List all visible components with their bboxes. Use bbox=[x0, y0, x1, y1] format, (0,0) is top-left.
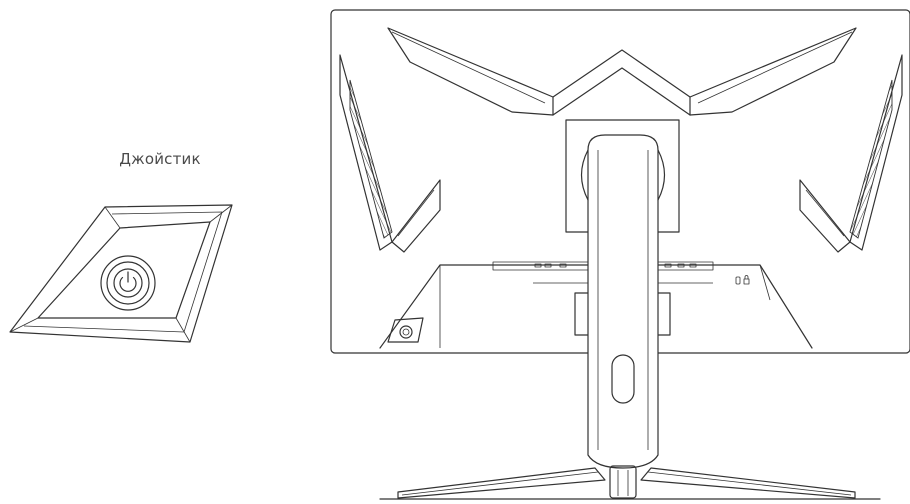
monitor-joystick bbox=[387, 317, 424, 343]
top-chevron-left bbox=[387, 27, 554, 116]
top-chevron-right bbox=[689, 27, 857, 116]
power-icon bbox=[100, 255, 156, 311]
stand-base bbox=[379, 465, 881, 500]
stand-column bbox=[580, 134, 666, 469]
joystick-label: Джойстик bbox=[119, 150, 201, 168]
port-strip bbox=[534, 263, 697, 268]
cable-hole bbox=[611, 354, 635, 404]
monitor-back bbox=[330, 9, 910, 500]
joystick-detail bbox=[9, 204, 233, 343]
lock-icon bbox=[735, 275, 750, 285]
